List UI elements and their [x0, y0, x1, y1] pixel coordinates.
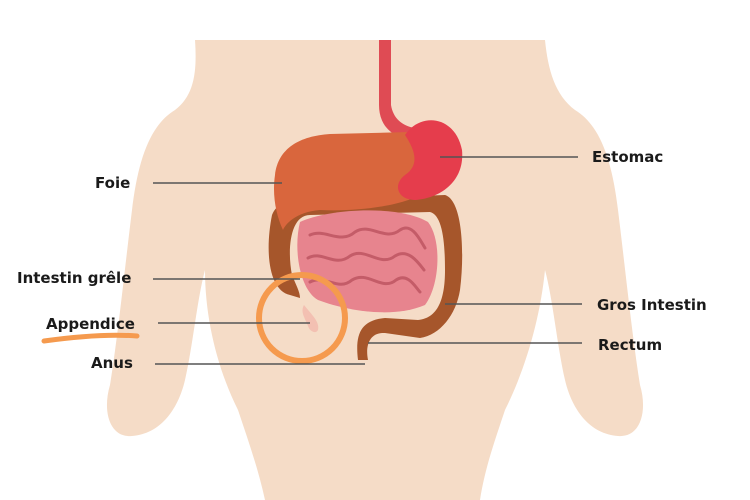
stomach — [397, 120, 463, 200]
small-intestine-folds — [306, 226, 427, 294]
leader-lines — [153, 156, 582, 365]
label-rectum: Rectum — [598, 336, 663, 354]
label-intestin-grele: Intestin grêle — [17, 269, 132, 287]
label-estomac: Estomac — [592, 148, 664, 166]
esophagus — [379, 40, 415, 140]
label-appendice: Appendice — [46, 315, 135, 333]
label-gros-intestin: Gros Intestin — [597, 296, 707, 314]
appendice-underline — [41, 332, 140, 344]
appendix — [302, 305, 319, 333]
liver — [273, 132, 433, 230]
label-foie: Foie — [95, 174, 131, 192]
label-anus: Anus — [91, 354, 133, 372]
appendix-highlight-circle — [256, 272, 348, 364]
